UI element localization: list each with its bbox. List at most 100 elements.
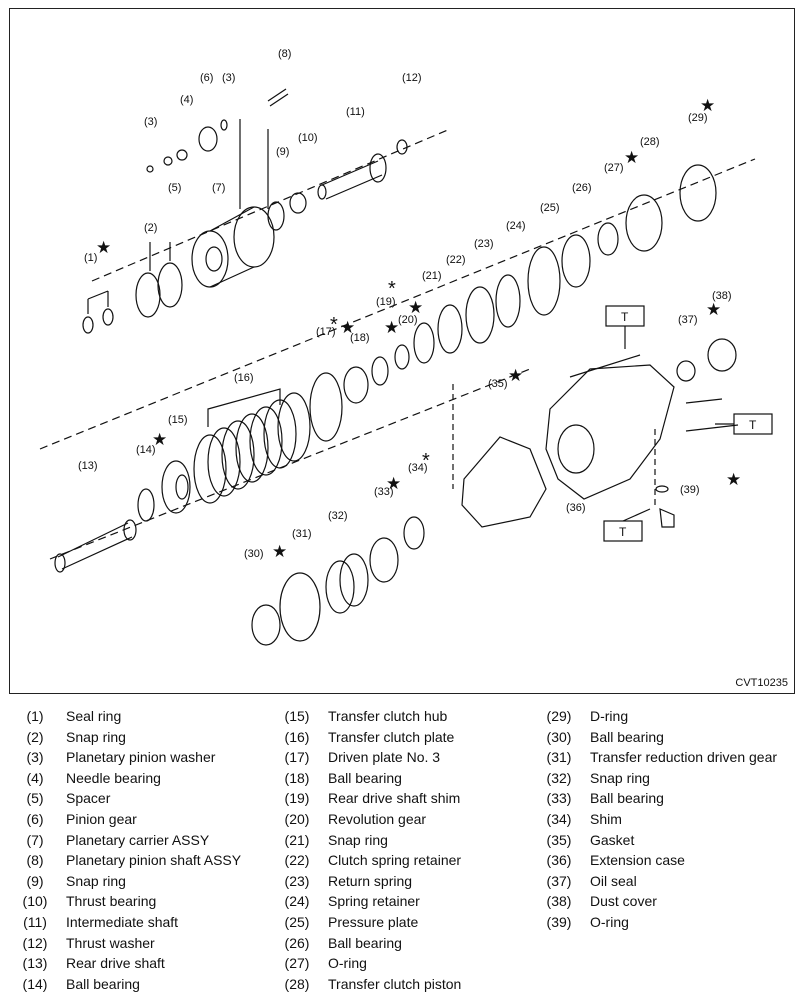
legend-label: Snap ring <box>328 831 388 848</box>
legend-row: (27) O-ring <box>278 953 540 974</box>
legend-number: (1) <box>26 708 44 724</box>
legend-number: (2) <box>26 728 44 745</box>
legend-label: D-ring <box>590 708 629 724</box>
part-callout: (11) <box>346 106 365 118</box>
legend-label: O-ring <box>328 955 367 972</box>
part-callout: (10) <box>298 132 318 144</box>
legend-row: (37)Oil seal <box>540 871 802 892</box>
part-callout: (7) <box>212 182 225 194</box>
part-callout: (34) <box>408 462 428 474</box>
legend-number: (30) <box>546 728 572 745</box>
part-callout: (32) <box>328 510 348 522</box>
legend-number: (12) <box>22 934 48 951</box>
part-callout: (17) <box>316 326 336 338</box>
legend-row: (8) Planetary pinion shaft ASSY <box>16 850 276 871</box>
part-callout: (9) <box>276 146 289 158</box>
asterisk-icon: * <box>422 450 430 472</box>
legend-number: (3) <box>26 749 44 766</box>
legend-label: Thrust washer <box>66 934 155 951</box>
legend-number: (32) <box>546 769 572 786</box>
legend-label: Return spring <box>328 872 413 889</box>
part-callout: (1) <box>84 252 97 264</box>
legend-number: (36) <box>546 852 572 869</box>
legend-row: (26)Ball bearing <box>278 933 540 954</box>
star-icon: ★ <box>624 148 639 167</box>
legend-label: Ball bearing <box>328 769 402 786</box>
legend-label: Spring retainer <box>328 893 420 910</box>
exploded-view-drawing: (1)(2)(3)(3)(4)(5)(6)(7)(8)(9)(10)(11)(1… <box>39 48 773 646</box>
part-callout: (26) <box>572 182 592 194</box>
star-icon: ★ <box>384 318 399 337</box>
legend-number: (4) <box>26 769 44 786</box>
legend-column-1: (1)Seal ring(2)Snap ring(3)Planetary pin… <box>16 706 276 994</box>
legend-row: (15)Transfer clutch hub <box>278 706 540 727</box>
legend-number: (11) <box>23 913 47 930</box>
star-icon: ★ <box>700 96 715 115</box>
legend-label: Rear drive shaft <box>66 955 165 972</box>
legend-label: Planetary pinion washer <box>66 749 216 766</box>
legend-label: Oil seal <box>590 872 637 889</box>
legend-number: (26) <box>284 934 310 951</box>
legend-label: Thrust bearing <box>66 893 157 910</box>
part-callout: (38) <box>712 290 732 302</box>
legend-label: Snap ring <box>590 769 650 786</box>
part-callout: (29) <box>688 112 708 124</box>
part-callout: (2) <box>144 222 157 234</box>
part-callout: (6) <box>200 72 213 84</box>
legend-number: (14) <box>22 975 48 992</box>
part-callout: (3) <box>222 72 235 84</box>
star-icon: ★ <box>508 366 523 385</box>
legend-row: (10) Thrust bearing <box>16 891 276 912</box>
torque-callout-label: T <box>621 310 629 324</box>
legend-label: Transfer clutch plate <box>328 728 455 745</box>
legend-number: (8) <box>26 852 44 869</box>
legend-label: Extension case <box>590 852 685 869</box>
legend-label: Dust cover <box>590 893 657 910</box>
legend-number: (35) <box>546 831 572 848</box>
legend-row: (34)Shim <box>540 809 802 830</box>
legend-row: (13)Rear drive shaft <box>16 953 276 974</box>
legend-number: (10) <box>22 893 48 910</box>
part-callout: (25) <box>540 202 560 214</box>
legend-row: (17)Driven plate No. 3 <box>278 747 540 768</box>
part-callout: (30) <box>244 548 264 560</box>
legend-number: (31) <box>546 749 572 766</box>
legend-row: (9)Snap ring <box>16 871 276 892</box>
part-callout: (5) <box>168 182 181 194</box>
legend-number: (21) <box>284 831 310 848</box>
figure-code: CVT10235 <box>735 677 788 689</box>
legend-row: (4) Needle bearing <box>16 768 276 789</box>
legend-number: (33) <box>546 790 572 807</box>
legend-number: (34) <box>546 810 572 827</box>
legend-label: Pinion gear <box>66 810 137 827</box>
legend-number: (5) <box>26 790 44 807</box>
part-callout: (39) <box>680 484 700 496</box>
legend-row: (12) Thrust washer <box>16 933 276 954</box>
legend-row: (3) Planetary pinion washer <box>16 747 276 768</box>
part-callout: (21) <box>422 270 442 282</box>
legend-label: Intermediate shaft <box>66 913 179 930</box>
star-icon: ★ <box>272 542 287 561</box>
legend-column-3: (29)D-ring(30)Ball bearing(31)Transfer r… <box>540 706 802 933</box>
legend-label: Snap ring <box>66 728 126 745</box>
legend-row: (6)Pinion gear <box>16 809 276 830</box>
star-icon: ★ <box>726 470 741 489</box>
legend-label: Needle bearing <box>66 769 161 786</box>
legend-number: (29) <box>546 708 572 724</box>
star-icon: ★ <box>408 298 423 317</box>
legend-number: (20) <box>284 810 310 827</box>
part-callout: (36) <box>566 502 586 514</box>
legend-row: (31)Transfer reduction driven gear <box>540 747 802 768</box>
legend-row: (21) Snap ring <box>278 830 540 851</box>
asterisk-icon: * <box>388 278 396 300</box>
legend-label: Planetary pinion shaft ASSY <box>66 852 242 869</box>
part-callout: (31) <box>292 528 312 540</box>
legend-number: (15) <box>284 708 310 724</box>
part-callout: (35) <box>488 378 508 390</box>
legend-row: (39)O-ring <box>540 912 802 933</box>
legend-row: (36) Extension case <box>540 850 802 871</box>
legend-row: (2) Snap ring <box>16 727 276 748</box>
part-callout: (16) <box>234 372 254 384</box>
legend-number: (27) <box>284 955 310 972</box>
legend-number: (7) <box>26 831 44 848</box>
